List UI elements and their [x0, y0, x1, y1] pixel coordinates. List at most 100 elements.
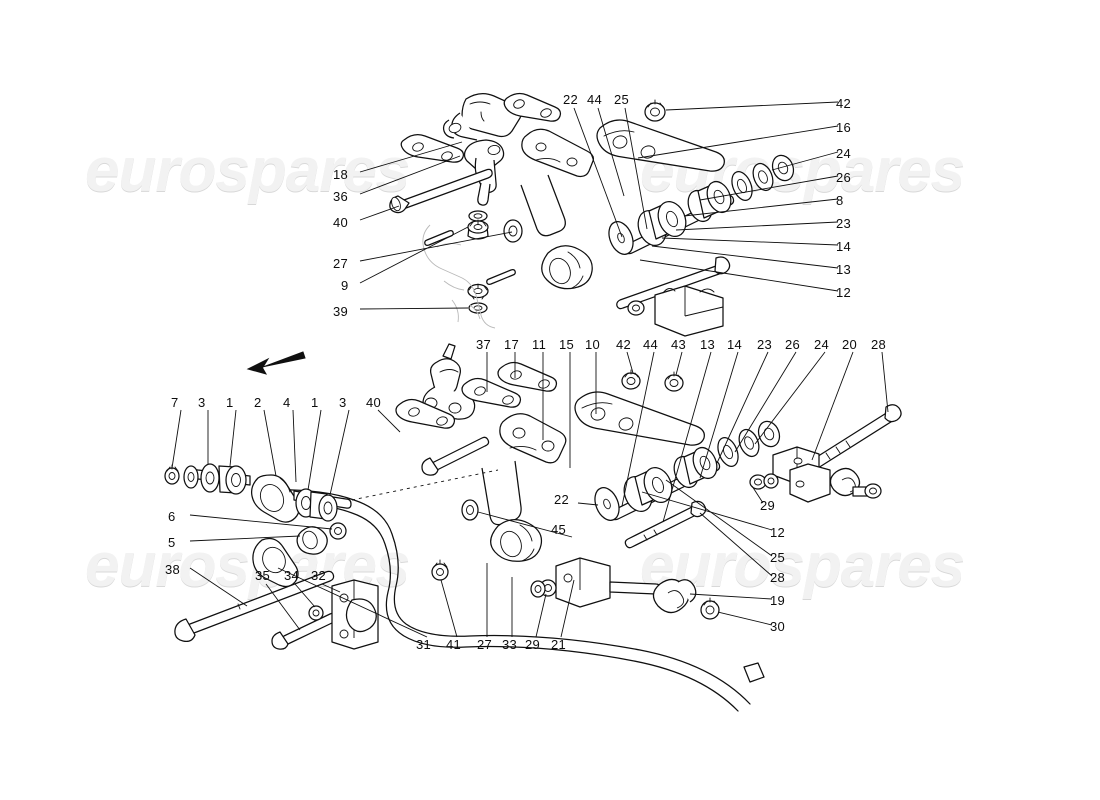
callout-label[interactable]: 22 — [554, 492, 570, 507]
part-nut-42-top — [644, 99, 666, 122]
callout-label[interactable]: 1 — [311, 395, 319, 410]
callout-label[interactable]: 18 — [333, 167, 349, 182]
callout-label[interactable]: 19 — [770, 593, 786, 608]
callout-label[interactable]: 26 — [836, 170, 852, 185]
part-nut-30 — [700, 597, 720, 620]
callout-label[interactable]: 14 — [727, 337, 743, 352]
callout-label[interactable]: 24 — [836, 146, 852, 161]
callout-label[interactable]: 32 — [311, 568, 327, 583]
leader-lines-right-middle — [477, 479, 773, 626]
part-upper-wishbone-right — [596, 119, 725, 172]
part-link-plate-40 — [395, 398, 456, 429]
callout-label[interactable]: 15 — [559, 337, 575, 352]
callout-label[interactable]: 27 — [333, 256, 349, 271]
part-bolt-25-mid — [624, 500, 707, 549]
callout-label[interactable]: 37 — [476, 337, 492, 352]
callout-label[interactable]: 23 — [836, 216, 852, 231]
callout-label[interactable]: 14 — [836, 239, 852, 254]
part-clamp-32 — [331, 579, 379, 650]
callout-label[interactable]: 13 — [700, 337, 716, 352]
part-half-clamp-19 — [652, 578, 697, 614]
callout-label[interactable]: 11 — [532, 337, 547, 352]
callout-label[interactable]: 36 — [333, 189, 349, 204]
callout-label[interactable]: 22 — [563, 92, 579, 107]
callout-label[interactable]: 29 — [525, 637, 541, 652]
part-washer-stack-top — [467, 210, 489, 314]
part-bolt-20-right — [809, 404, 902, 470]
callout-label[interactable]: 8 — [836, 193, 844, 208]
callout-label[interactable]: 40 — [333, 215, 349, 230]
part-anti-roll-bar — [261, 489, 765, 712]
part-top-link-arm-a — [503, 92, 562, 122]
part-bolt-40 — [421, 436, 490, 476]
callout-label[interactable]: 29 — [760, 498, 776, 513]
part-bushing-27 — [503, 219, 523, 243]
callout-label[interactable]: 31 — [416, 637, 432, 652]
direction-arrow — [246, 351, 306, 375]
callout-label[interactable]: 3 — [198, 395, 206, 410]
leader-lines-top-left — [359, 141, 513, 310]
leader-lines-top-centre — [573, 107, 648, 238]
part-long-bolt-36 — [389, 168, 493, 214]
callout-label[interactable]: 6 — [168, 509, 176, 524]
part-bolt-35 — [271, 612, 338, 650]
part-bush-train-left — [164, 463, 251, 495]
part-bushing-5 — [296, 526, 328, 555]
callout-label[interactable]: 17 — [504, 337, 520, 352]
callout-label[interactable]: 45 — [551, 522, 567, 537]
callout-label[interactable]: 41 — [446, 637, 462, 652]
callout-label[interactable]: 23 — [757, 337, 773, 352]
callout-label[interactable]: 25 — [614, 92, 630, 107]
callout-label[interactable]: 30 — [770, 619, 786, 634]
callout-label[interactable]: 16 — [836, 120, 852, 135]
part-lower-wishbone-right — [574, 391, 705, 446]
part-bushing-45 — [461, 499, 479, 521]
part-upper-arm-lever — [520, 128, 594, 237]
part-bracket-right — [749, 446, 882, 503]
part-bolt-38 — [174, 570, 335, 642]
callout-label[interactable]: 26 — [785, 337, 801, 352]
callout-label[interactable]: 35 — [255, 568, 271, 583]
callout-label[interactable]: 12 — [836, 285, 852, 300]
callout-label[interactable]: 7 — [171, 395, 179, 410]
callout-label[interactable]: 9 — [341, 278, 349, 293]
part-bar-mount-right — [530, 557, 661, 608]
callout-label[interactable]: 42 — [616, 337, 632, 352]
callout-label[interactable]: 33 — [502, 637, 518, 652]
part-bar-end-link — [251, 474, 300, 523]
part-shaft-train-lower — [594, 420, 781, 521]
callout-label[interactable]: 44 — [643, 337, 659, 352]
callout-label[interactable]: 24 — [814, 337, 830, 352]
callout-label[interactable]: 28 — [770, 570, 786, 585]
callout-label[interactable]: 38 — [165, 562, 181, 577]
callout-label[interactable]: 43 — [671, 337, 687, 352]
callout-label[interactable]: 3 — [339, 395, 347, 410]
dashed-reference-line — [351, 469, 499, 501]
callout-label[interactable]: 5 — [168, 535, 176, 550]
callout-label[interactable]: 27 — [477, 637, 493, 652]
part-pin-bolts-top — [424, 230, 516, 285]
callout-label[interactable]: 10 — [585, 337, 601, 352]
callout-label[interactable]: 28 — [871, 337, 887, 352]
callout-label[interactable]: 2 — [254, 395, 262, 410]
part-nut-42-mid — [621, 369, 641, 390]
callout-label[interactable]: 40 — [366, 395, 382, 410]
leader-lines-bottom-left — [265, 583, 341, 631]
callout-label[interactable]: 42 — [836, 96, 852, 111]
callout-label[interactable]: 21 — [551, 637, 567, 652]
part-lower-control-arm-centre — [481, 413, 567, 562]
callout-label[interactable]: 20 — [842, 337, 858, 352]
callout-label[interactable]: 1 — [226, 395, 234, 410]
callout-label[interactable]: 34 — [284, 568, 300, 583]
callout-label[interactable]: 25 — [770, 550, 786, 565]
callout-label[interactable]: 44 — [587, 92, 603, 107]
leader-lines-bottom-row — [277, 563, 575, 638]
callout-label[interactable]: 13 — [836, 262, 852, 277]
callout-label[interactable]: 39 — [333, 304, 349, 319]
callout-label[interactable]: 4 — [283, 395, 291, 410]
part-pivot-barrel-top — [541, 245, 593, 290]
part-nut-43-mid — [664, 371, 684, 392]
callout-label[interactable]: 12 — [770, 525, 786, 540]
